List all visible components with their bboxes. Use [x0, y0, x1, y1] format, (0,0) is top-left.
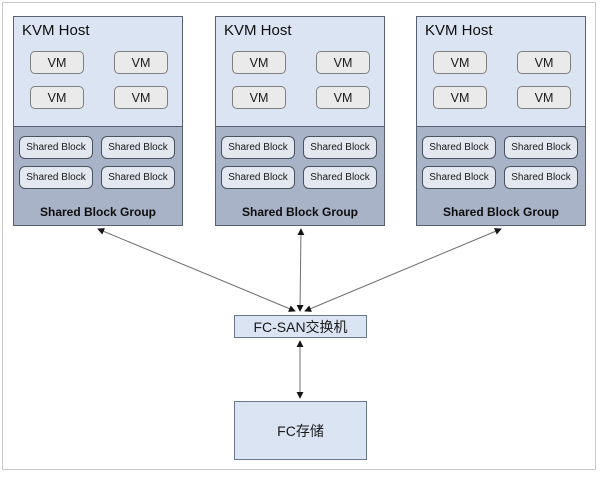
vm-node: VM [433, 86, 487, 109]
shared-block-node: Shared Block [303, 136, 377, 159]
kvm-host-1-shared-block-group: Shared Block Shared Block Shared Block S… [14, 126, 182, 225]
vm-node: VM [517, 51, 571, 74]
vm-node: VM [114, 86, 168, 109]
shared-block-node: Shared Block [422, 136, 496, 159]
kvm-host-2-shared-block-group: Shared Block Shared Block Shared Block S… [216, 126, 384, 225]
shared-block-node: Shared Block [504, 136, 578, 159]
vm-node: VM [316, 51, 370, 74]
shared-block-node: Shared Block [504, 166, 578, 189]
shared-block-group-label: Shared Block Group [39, 205, 157, 219]
shared-block-node: Shared Block [221, 136, 295, 159]
shared-block-group-label: Shared Block Group [241, 205, 359, 219]
shared-block-node: Shared Block [303, 166, 377, 189]
kvm-host-2-title: KVM Host [224, 22, 292, 39]
kvm-host-2-vm-area: KVM Host VM VM VM VM [216, 17, 384, 125]
vm-node: VM [517, 86, 571, 109]
kvm-host-3-title: KVM Host [425, 22, 493, 39]
vm-node: VM [232, 51, 286, 74]
kvm-host-1-title: KVM Host [22, 22, 90, 39]
shared-block-node: Shared Block [422, 166, 496, 189]
kvm-host-box-2: KVM Host VM VM VM VM Shared Block Shared… [215, 16, 385, 226]
vm-node: VM [433, 51, 487, 74]
kvm-host-box-1: KVM Host VM VM VM VM Shared Block Shared… [13, 16, 183, 226]
fc-san-switch-box: FC-SAN交换机 [234, 315, 367, 338]
kvm-host-3-shared-block-group: Shared Block Shared Block Shared Block S… [417, 126, 585, 225]
vm-node: VM [114, 51, 168, 74]
vm-node: VM [232, 86, 286, 109]
shared-block-node: Shared Block [19, 166, 93, 189]
vm-node: VM [30, 86, 84, 109]
shared-block-node: Shared Block [19, 136, 93, 159]
kvm-host-1-vm-area: KVM Host VM VM VM VM [14, 17, 182, 125]
kvm-host-box-3: KVM Host VM VM VM VM Shared Block Shared… [416, 16, 586, 226]
vm-node: VM [30, 51, 84, 74]
vm-node: VM [316, 86, 370, 109]
kvm-host-3-vm-area: KVM Host VM VM VM VM [417, 17, 585, 125]
fc-storage-box: FC存储 [234, 401, 367, 460]
connector-host1-switch [97, 228, 296, 312]
shared-block-node: Shared Block [101, 166, 175, 189]
shared-block-node: Shared Block [221, 166, 295, 189]
shared-block-group-label: Shared Block Group [442, 205, 560, 219]
connector-host3-switch [304, 228, 502, 312]
connector-host2-switch [296, 228, 305, 312]
shared-block-node: Shared Block [101, 136, 175, 159]
